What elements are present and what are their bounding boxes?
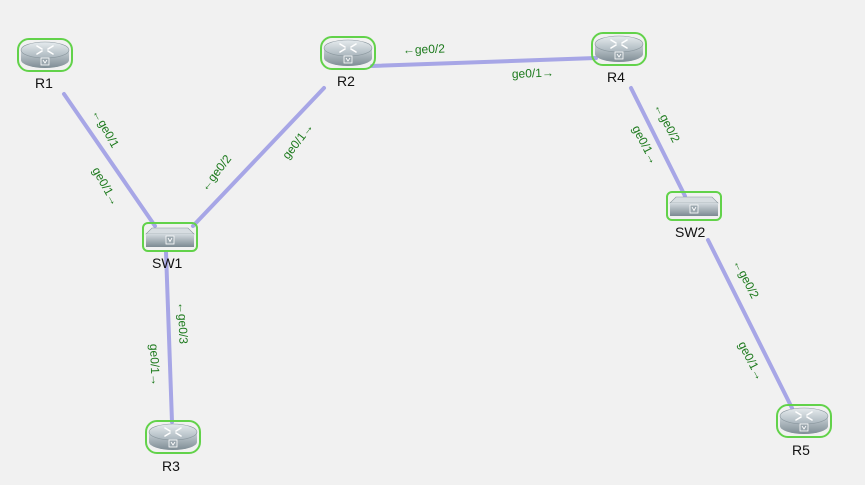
link-r1-sw1[interactable] [62, 92, 157, 228]
node-label-r2: R2 [337, 73, 355, 89]
link-r2-r4[interactable] [370, 56, 598, 68]
switch-icon [666, 191, 722, 221]
node-r3[interactable]: R3 [145, 420, 201, 474]
router-icon [17, 38, 73, 72]
router-icon [145, 420, 201, 454]
port-label-r2-r4-a: ←ge0/2 [403, 42, 446, 57]
router-icon [591, 32, 647, 66]
router-icon [320, 36, 376, 70]
router-icon [776, 404, 832, 438]
node-sw2[interactable]: SW2 [666, 191, 722, 240]
node-label-r1: R1 [35, 75, 53, 91]
node-label-r3: R3 [162, 458, 180, 474]
port-label-sw1-r3-a: ←ge0/3 [175, 302, 190, 345]
link-sw1-r2[interactable] [191, 86, 326, 228]
link-sw1-r3[interactable] [164, 250, 174, 424]
node-label-r5: R5 [792, 442, 810, 458]
node-label-sw2: SW2 [675, 224, 706, 240]
port-label-r4-sw2-b: ge0/1→ [629, 123, 661, 167]
node-label-r4: R4 [607, 69, 625, 85]
node-r1[interactable]: R1 [17, 38, 73, 91]
port-label-r1-sw1-a: ←ge0/1 [89, 107, 122, 151]
port-label-r2-r4-b: ge0/1→ [512, 66, 554, 81]
port-label-sw1-r3-b: ge0/1→ [147, 344, 162, 386]
link-r4-sw2[interactable] [629, 86, 687, 198]
node-r4[interactable]: R4 [591, 32, 647, 85]
node-r2[interactable]: R2 [320, 36, 376, 89]
node-label-sw1: SW1 [152, 255, 183, 271]
node-sw1[interactable]: SW1 [142, 222, 198, 271]
link-sw2-r5[interactable] [706, 238, 794, 410]
switch-icon [142, 222, 198, 252]
node-r5[interactable]: R5 [776, 404, 832, 458]
